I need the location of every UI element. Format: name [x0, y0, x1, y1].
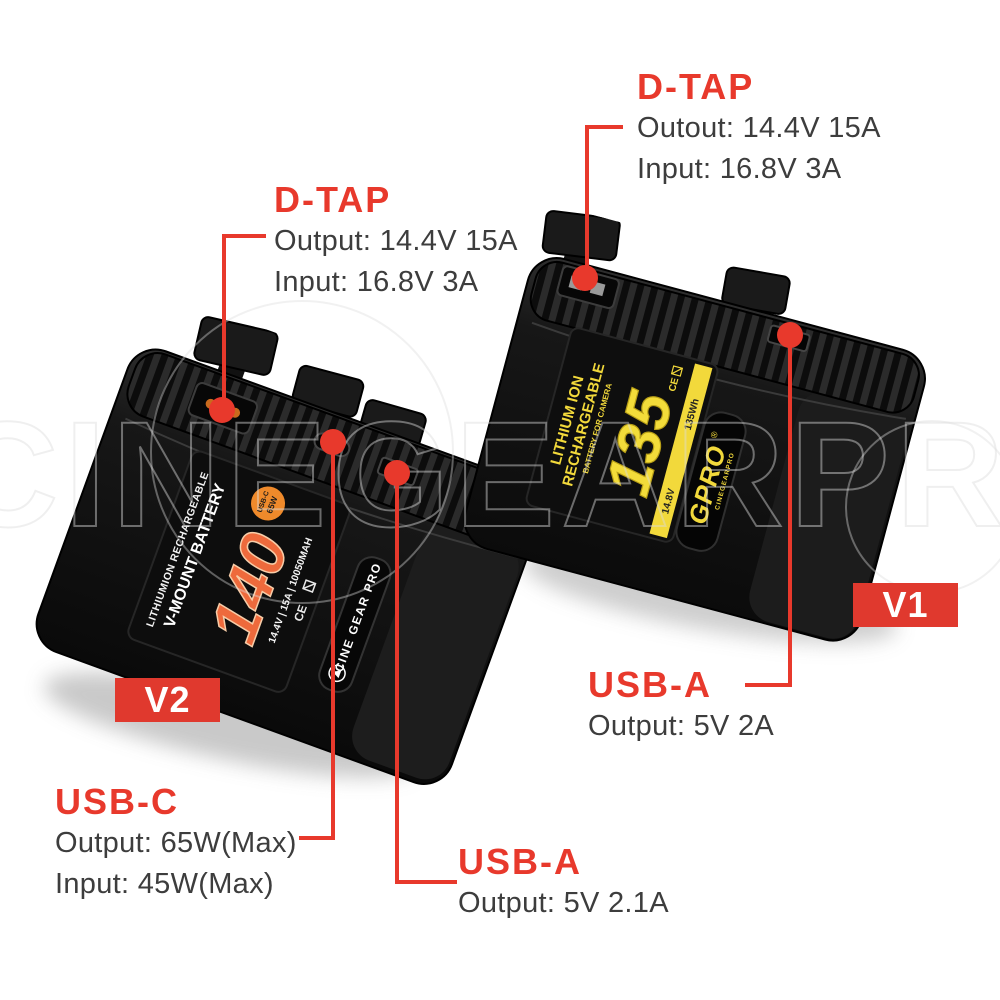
callout-spec-line: Output: 14.4V 15A — [274, 225, 518, 257]
callout-spec-line: Outout: 14.4V 15A — [637, 112, 881, 144]
callout-dot-dtap-v2 — [209, 397, 235, 423]
callout-line-usba-v2 — [395, 880, 457, 884]
version-badge-v2: V2 — [115, 678, 220, 722]
callout-line-usba-v1 — [745, 683, 792, 687]
callout-title: USB-A — [588, 664, 712, 705]
svg-text:CE: CE — [291, 603, 310, 623]
callout-title: D-TAP — [637, 66, 755, 107]
battery-v1-label: LITHIUM ION RECHARGEABLE BATTERY FOR CAM… — [525, 327, 719, 543]
callout-usbc-v2: USB-C Output: 65W(Max) Input: 45W(Max) — [55, 781, 297, 909]
callout-usba-v1: USB-A Output: 5V 2A — [588, 664, 774, 751]
callout-line-usbc-v2 — [331, 442, 335, 840]
callout-spec-line: Input: 16.8V 3A — [637, 153, 842, 185]
callout-dot-usba-v2 — [384, 460, 410, 486]
battery-v2-side — [352, 524, 519, 780]
battery-v1-rib-deck — [529, 260, 920, 414]
callout-dot-usbc-v2 — [320, 429, 346, 455]
callout-dtap-v1: D-TAP Outout: 14.4V 15A Input: 16.8V 3A — [637, 66, 881, 194]
watermark-circle — [150, 300, 454, 604]
callout-usba-v2: USB-A Output: 5V 2.1A — [458, 841, 669, 928]
callout-spec-line: Output: 5V 2A — [588, 710, 775, 742]
callout-dot-dtap-v1 — [572, 265, 598, 291]
callout-title: USB-A — [458, 841, 582, 882]
callout-title: USB-C — [55, 781, 179, 822]
battery-v1: LITHIUM ION RECHARGEABLE BATTERY FOR CAM… — [463, 210, 926, 642]
port-cover-tabs — [541, 210, 791, 320]
callout-spec-line: Output: 65W(Max) — [55, 827, 297, 859]
callout-line-dtap-v2 — [222, 234, 226, 412]
callout-line-usba-v1 — [788, 335, 792, 687]
svg-text:CE: CE — [667, 376, 681, 393]
v1-specs-strip: 14.8V 135Wh — [649, 363, 713, 539]
callout-spec-line: Input: 45W(Max) — [55, 868, 274, 900]
version-badge-v1: V1 — [853, 583, 958, 627]
v1-brand-reg: ® — [709, 430, 720, 439]
callout-dtap-v2: D-TAP Output: 14.4V 15A Input: 16.8V 3A — [274, 179, 518, 307]
callout-line-usba-v2 — [395, 473, 399, 884]
v1-cert-marks: CE — [667, 365, 684, 393]
callout-dot-usba-v1 — [777, 322, 803, 348]
callout-line-dtap-v1 — [585, 125, 623, 129]
callout-spec-line: Output: 5V 2.1A — [458, 887, 669, 919]
callout-line-usbc-v2 — [299, 836, 335, 840]
callout-spec-line: Input: 16.8V 3A — [274, 266, 479, 298]
callout-line-dtap-v2 — [222, 234, 266, 238]
callout-title: D-TAP — [274, 179, 392, 220]
callout-line-dtap-v1 — [585, 125, 589, 280]
